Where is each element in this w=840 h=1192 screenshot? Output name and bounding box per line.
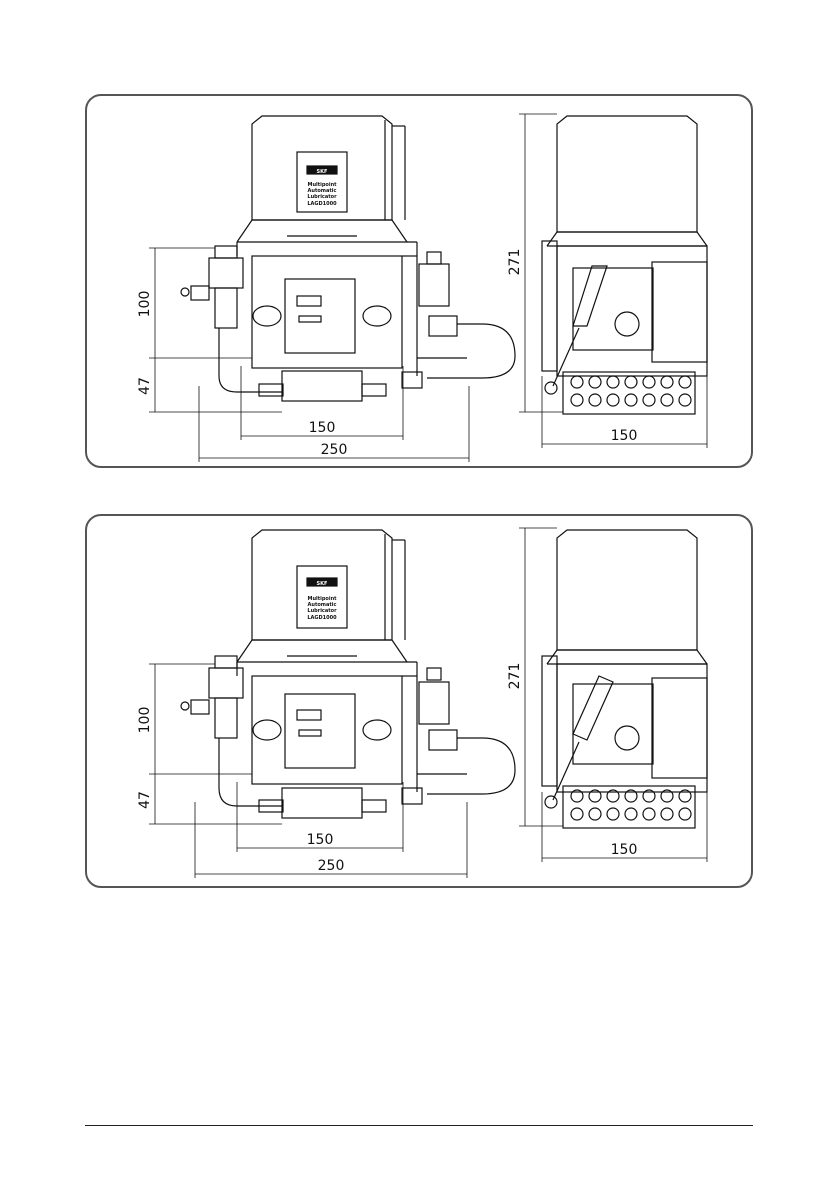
dim-height-upper: 100 bbox=[137, 291, 153, 318]
technical-drawing-2: Multipoint Automatic Lubricator LAGD1000… bbox=[87, 516, 755, 890]
dim-width-outer: 250 bbox=[321, 442, 348, 458]
valve-block bbox=[282, 371, 362, 401]
drawing-panel-2: Multipoint Automatic Lubricator LAGD1000… bbox=[85, 514, 753, 888]
label-line-4: LAGD1000 bbox=[307, 615, 337, 621]
dim-width-outer: 250 bbox=[318, 858, 345, 874]
side-dim-height: 271 bbox=[507, 663, 523, 690]
brand-logo: SKF bbox=[317, 581, 328, 587]
side-reservoir bbox=[557, 116, 697, 232]
page-footer-rule bbox=[85, 1125, 753, 1126]
drawing-panel-1: Multipoint Automatic Lubricator LAGD1000… bbox=[85, 94, 753, 468]
brand-logo: SKF bbox=[317, 169, 328, 175]
label-line-4: LAGD1000 bbox=[307, 201, 337, 207]
label-line-3: Lubricator bbox=[307, 608, 337, 614]
dim-height-lower: 47 bbox=[137, 791, 153, 809]
label-line-3: Lubricator bbox=[307, 194, 337, 200]
outlet-block bbox=[563, 372, 695, 414]
dim-width-inner: 150 bbox=[307, 832, 334, 848]
technical-drawing-1: Multipoint Automatic Lubricator LAGD1000… bbox=[87, 96, 755, 470]
side-dim-height: 271 bbox=[507, 249, 523, 276]
dim-width-inner: 150 bbox=[309, 420, 336, 436]
dim-height-lower: 47 bbox=[137, 377, 153, 395]
pump-body bbox=[252, 256, 402, 368]
side-body bbox=[557, 246, 707, 376]
outlet-ports bbox=[571, 376, 691, 406]
dim-height-upper: 100 bbox=[137, 707, 153, 734]
side-dim-width: 150 bbox=[611, 428, 638, 444]
side-dim-width: 150 bbox=[611, 842, 638, 858]
